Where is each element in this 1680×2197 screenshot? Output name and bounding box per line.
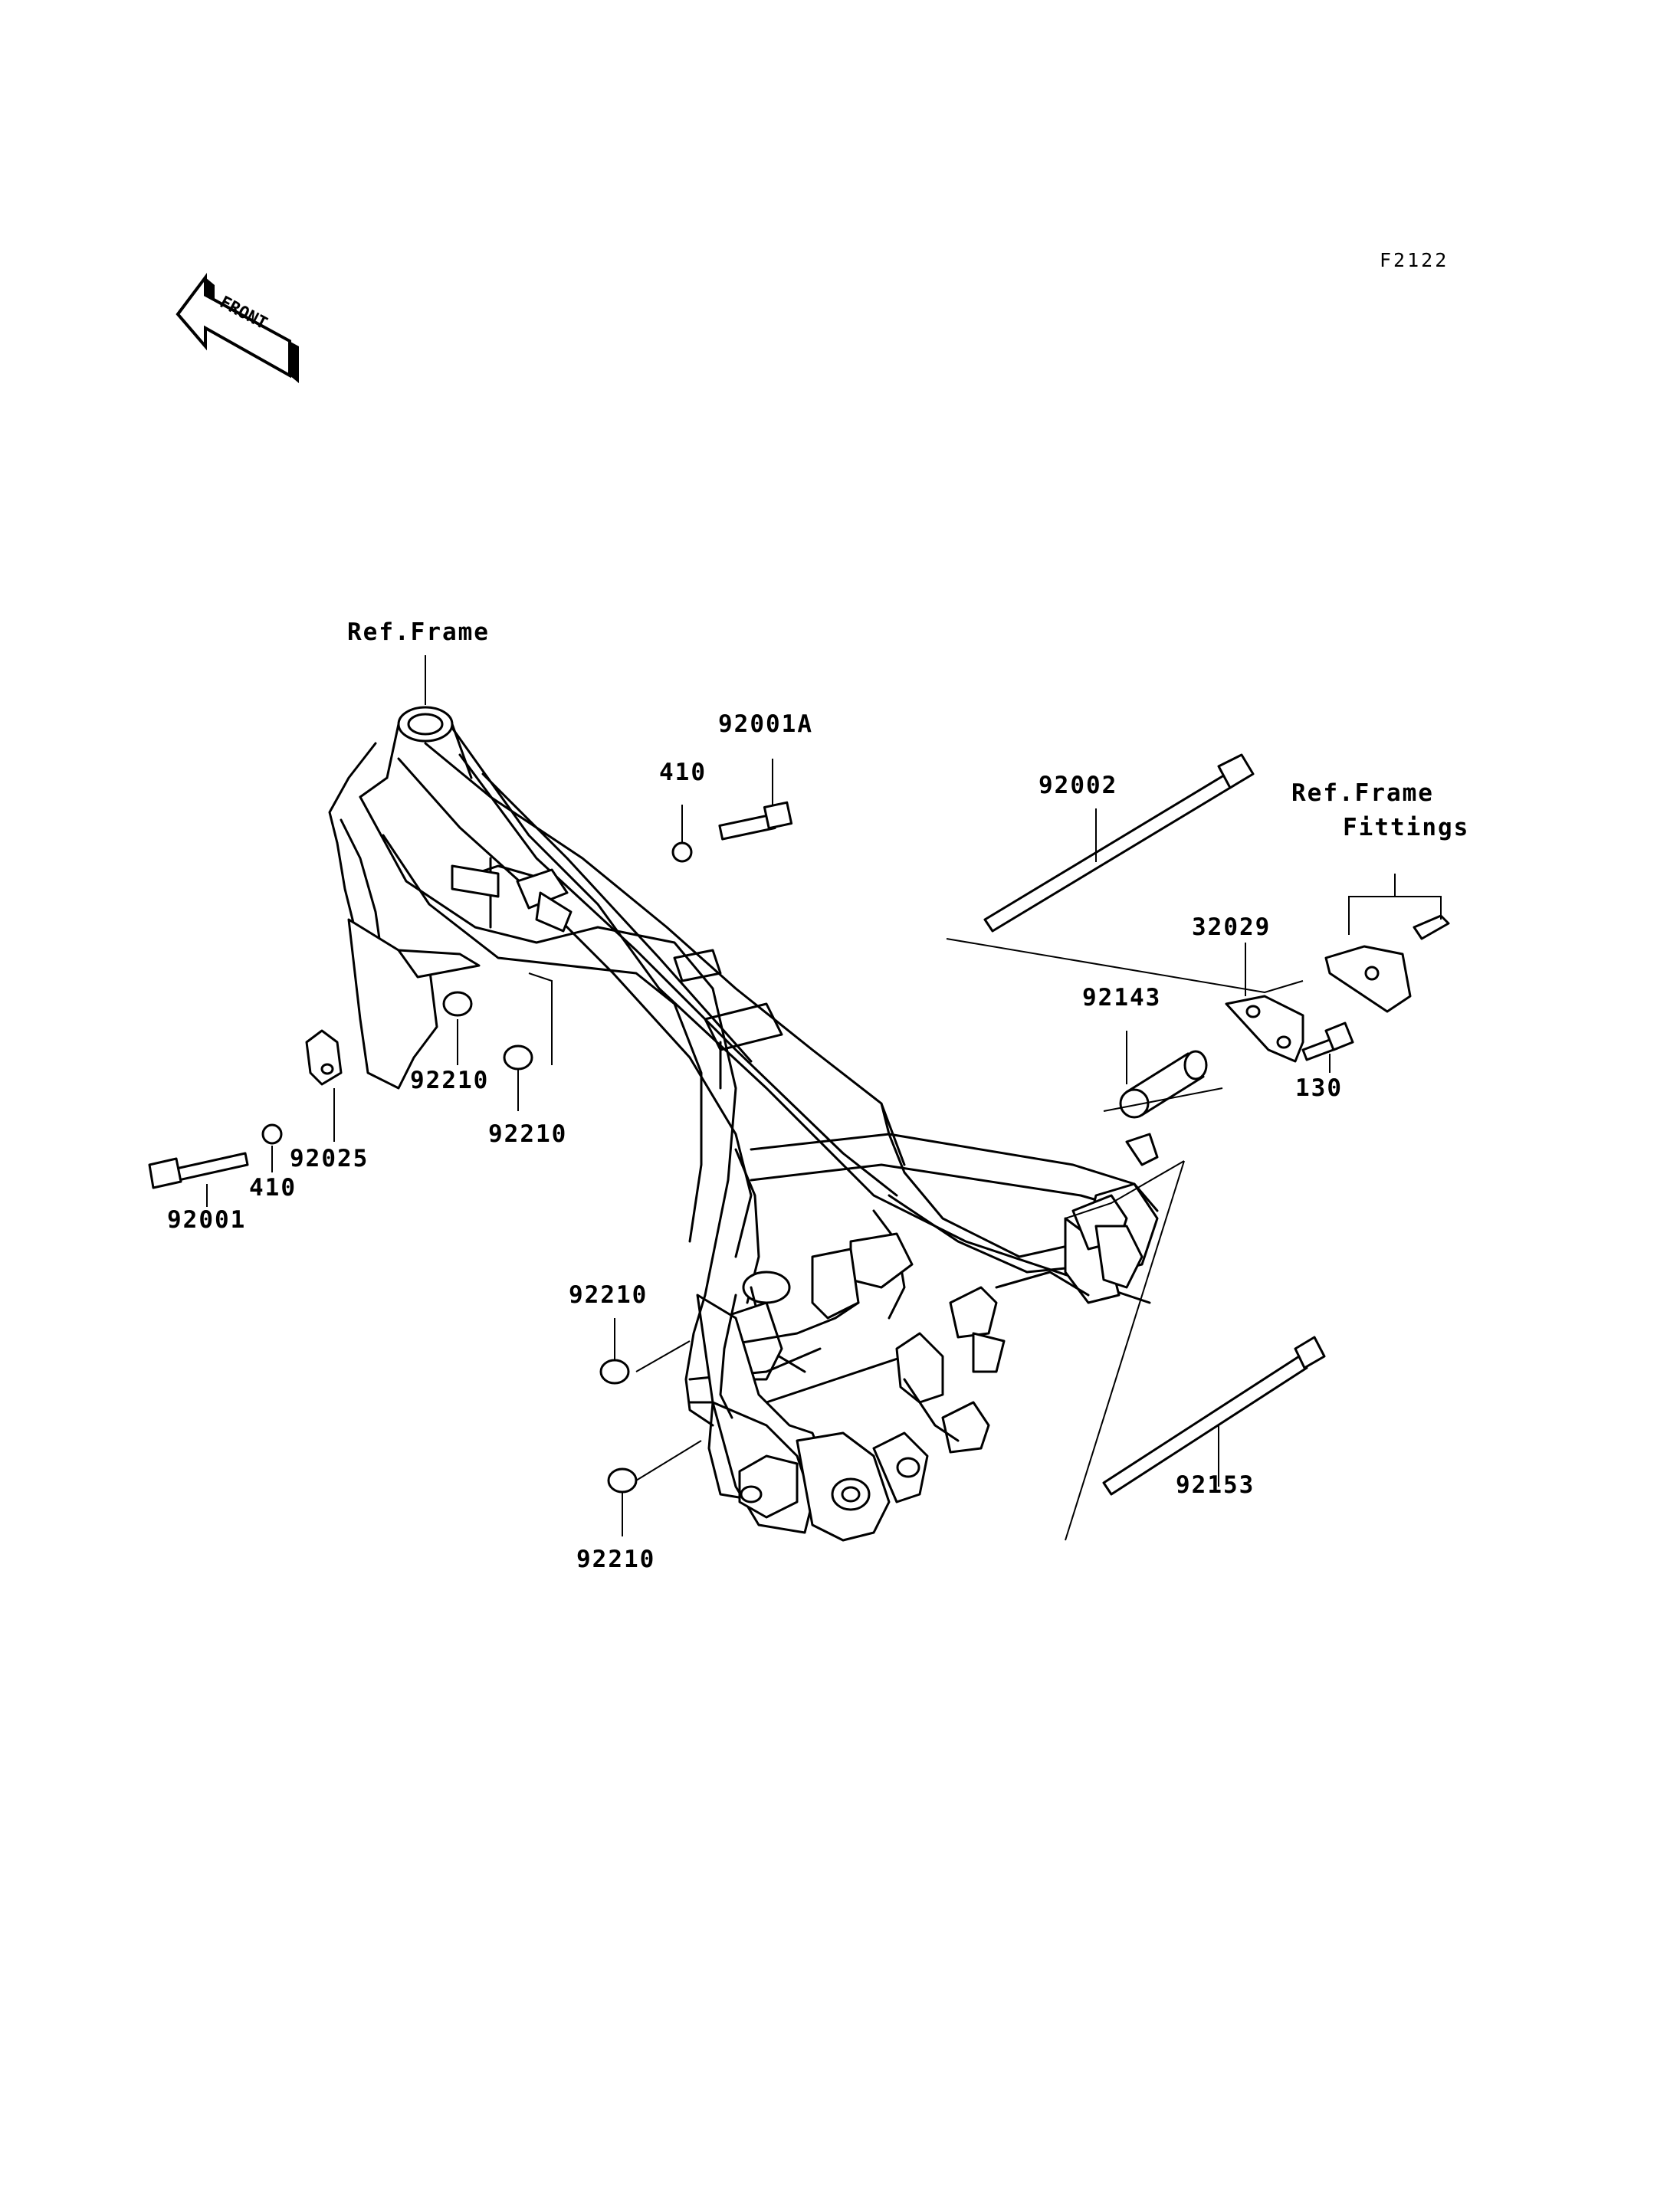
label-92025: 92025 xyxy=(290,1145,369,1172)
label-32029: 32029 xyxy=(1192,913,1271,941)
label-92002: 92002 xyxy=(1039,772,1117,799)
part-fittings-screw xyxy=(1413,914,1450,940)
part-92001A-bolt xyxy=(718,801,793,841)
part-92210-nut-d xyxy=(607,1467,638,1494)
part-92210-nut-a xyxy=(442,991,473,1017)
part-130-bolt xyxy=(1301,1021,1354,1061)
label-92210-d: 92210 xyxy=(576,1546,655,1573)
label-92210-a: 92210 xyxy=(410,1067,489,1094)
label-410-left: 410 xyxy=(249,1174,297,1202)
part-32029-plate xyxy=(1225,995,1304,1063)
label-92143: 92143 xyxy=(1082,984,1161,1012)
front-arrow-icon: FRONT xyxy=(176,273,299,383)
part-92025-bracket xyxy=(305,1029,343,1086)
part-92210-nut-c xyxy=(599,1359,630,1385)
label-92153: 92153 xyxy=(1176,1471,1255,1499)
part-92143-collar xyxy=(1119,1050,1208,1119)
label-130: 130 xyxy=(1295,1074,1343,1102)
label-92001: 92001 xyxy=(167,1206,246,1234)
part-92002-long-bolt xyxy=(983,753,1255,933)
label-ref-frame-fittings-2: Fittings xyxy=(1343,814,1469,841)
part-92210-nut-b xyxy=(503,1044,533,1071)
frame-drawing xyxy=(328,706,1159,1542)
label-92210-c: 92210 xyxy=(569,1281,648,1309)
label-ref-frame: Ref.Frame xyxy=(347,618,490,646)
part-92001-bolt xyxy=(148,1152,249,1189)
part-410-washer-left xyxy=(261,1123,283,1145)
part-92153-long-bolt xyxy=(1102,1336,1326,1496)
label-92001A: 92001A xyxy=(718,710,813,738)
part-410-washer-top xyxy=(671,841,693,863)
figure-code: F2122 xyxy=(1380,249,1449,271)
label-92210-b: 92210 xyxy=(488,1120,567,1148)
label-410-top: 410 xyxy=(659,759,707,786)
label-ref-frame-fittings-1: Ref.Frame xyxy=(1291,779,1434,807)
leader-lines xyxy=(206,655,1442,1541)
